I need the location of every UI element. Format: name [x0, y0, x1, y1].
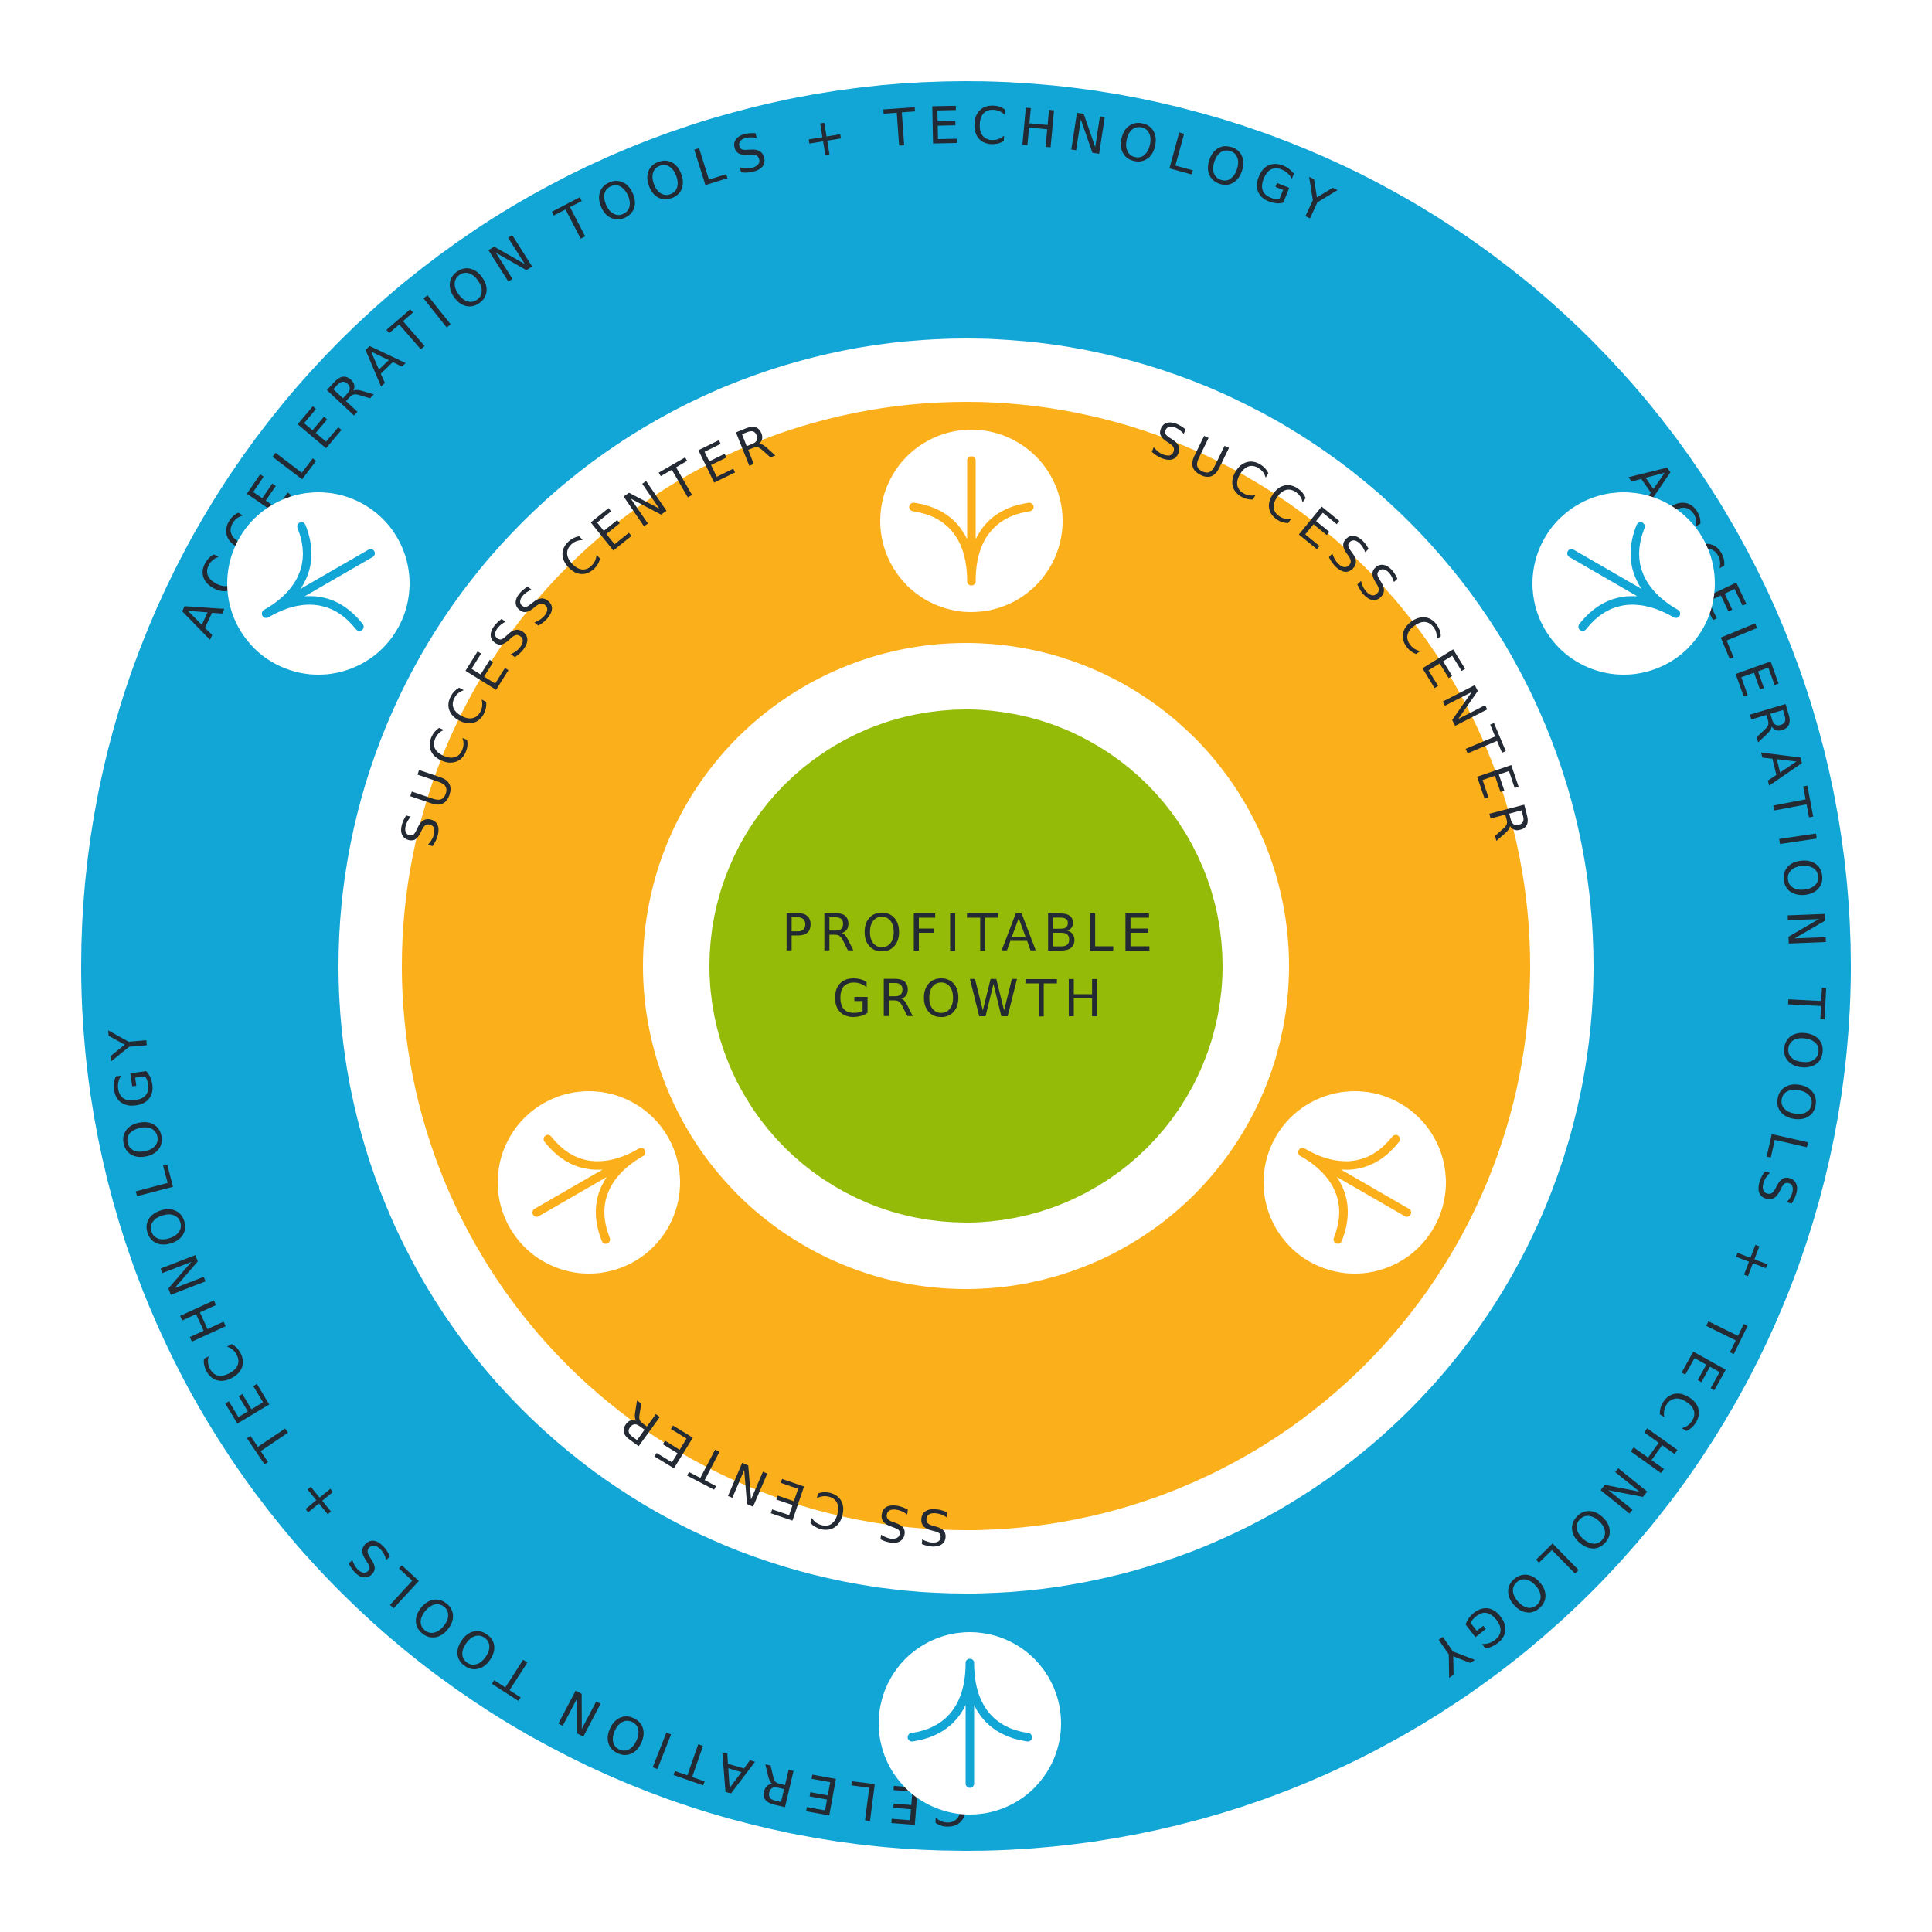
center-title-line-1: PROFITABLE [781, 903, 1159, 963]
middle-icon-lower-right [1264, 1091, 1446, 1274]
success-center-label-3-wrap: SUCCESS CENTER [0, 0, 22, 12]
outer-icon-upper-left [227, 492, 410, 675]
middle-icon-top [880, 430, 1063, 612]
middle-icon-lower-left [498, 1091, 680, 1274]
outer-icon-bottom [879, 1632, 1061, 1815]
outer-icon-upper-right [1532, 492, 1715, 675]
center-title-line-2: GROWTH [832, 969, 1109, 1029]
center-disc [709, 709, 1223, 1223]
